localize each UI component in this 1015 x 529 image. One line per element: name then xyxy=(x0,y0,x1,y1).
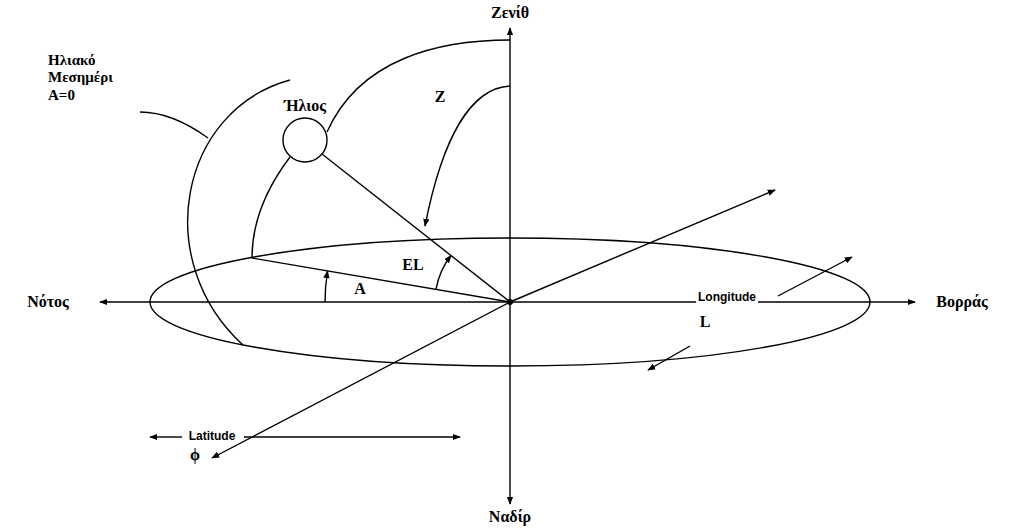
longitude-arrow xyxy=(778,257,852,296)
direction-label: Ναδίρ xyxy=(487,508,533,526)
sun-horizon-projection xyxy=(252,258,510,302)
angle-label: Z xyxy=(433,88,448,106)
zenith-angle-arc xyxy=(425,86,510,226)
sun-label: Ήλιος xyxy=(282,97,328,115)
east-axis xyxy=(510,190,775,302)
angle-label: EL xyxy=(400,256,425,274)
axis-symbol: ϕ xyxy=(188,446,202,464)
sun-zenith-arc xyxy=(327,40,510,132)
latitude-arrow xyxy=(150,436,182,437)
axis-label: Longitude xyxy=(696,291,758,305)
sun-circle xyxy=(283,118,327,162)
elevation-arc xyxy=(436,256,451,290)
direction-label: Βορράς xyxy=(934,293,989,311)
direction-label: Νότος xyxy=(25,293,71,311)
axis-label: Latitude xyxy=(187,430,238,444)
angle-label: A xyxy=(352,280,368,298)
leader-line xyxy=(140,112,208,138)
direction-label: Ζενίθ xyxy=(489,4,531,22)
annotation-label: Ηλιακό Μεσημέρι A=0 xyxy=(46,52,142,104)
west-axis xyxy=(212,302,510,458)
axis-symbol: L xyxy=(698,313,713,331)
sun-ray xyxy=(322,154,510,302)
azimuth-arc xyxy=(325,271,328,302)
observer-point xyxy=(507,299,513,305)
longitude-arrow xyxy=(648,346,690,370)
latitude-arrow xyxy=(244,436,460,437)
zenith-nadir-axis xyxy=(509,28,510,504)
solar-noon-meridian xyxy=(188,80,290,345)
sun-vertical-circle xyxy=(252,157,290,258)
